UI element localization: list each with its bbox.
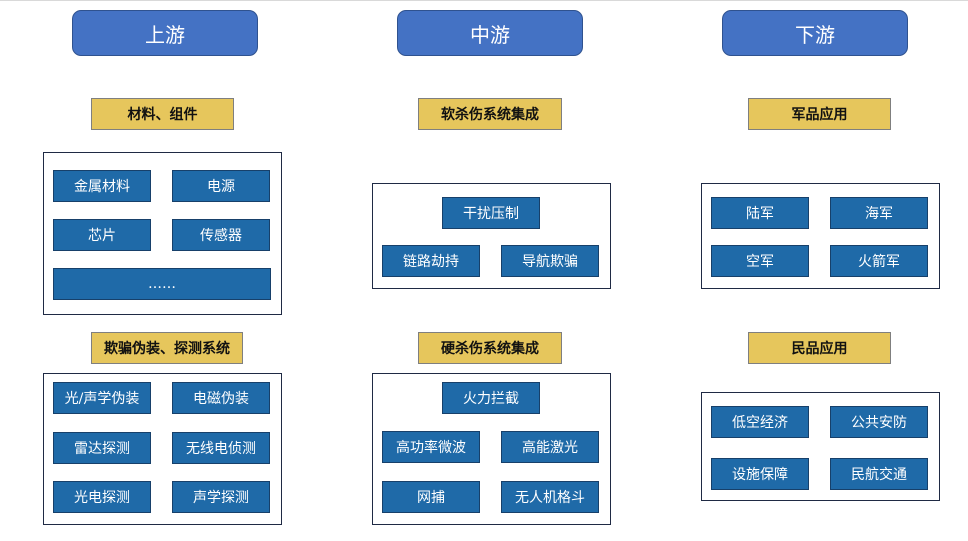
- item-ellipsis: ……: [53, 268, 271, 300]
- item-optical-acoustic-camouflage: 光/声学伪装: [53, 382, 151, 414]
- item-radio-detection: 无线电侦测: [172, 432, 270, 464]
- military-application-category: 军品应用: [748, 98, 891, 130]
- item-link-hijacking: 链路劫持: [382, 245, 480, 277]
- item-low-altitude-economy: 低空经济: [711, 406, 809, 438]
- item-public-security: 公共安防: [830, 406, 928, 438]
- hard-kill-frame: 火力拦截 高功率微波 高能激光 网捕 无人机格斗: [372, 373, 611, 525]
- item-electromagnetic-camouflage: 电磁伪装: [172, 382, 270, 414]
- item-drone-dogfight: 无人机格斗: [501, 481, 599, 513]
- item-electro-optical-detection: 光电探测: [53, 481, 151, 513]
- midstream-column: 中游 软杀伤系统集成 干扰压制 链路劫持 导航欺骗 硬杀伤系统集成 火力拦截 高…: [0, 0, 611, 541]
- item-army: 陆军: [711, 197, 809, 229]
- soft-kill-frame: 干扰压制 链路劫持 导航欺骗: [372, 183, 611, 289]
- item-radar-detection: 雷达探测: [53, 432, 151, 464]
- item-high-energy-laser: 高能激光: [501, 431, 599, 463]
- top-divider: [0, 0, 968, 1]
- item-chip: 芯片: [53, 219, 151, 251]
- item-navy: 海军: [830, 197, 928, 229]
- item-air-force: 空军: [711, 245, 809, 277]
- upstream-column: 上游 材料、组件 金属材料 电源 芯片 传感器 …… 欺骗伪装、探测系统 光/声…: [0, 0, 300, 541]
- item-sensor: 传感器: [172, 219, 270, 251]
- deception-detection-category: 欺骗伪装、探测系统: [91, 332, 243, 364]
- item-navigation-spoofing: 导航欺骗: [501, 245, 599, 277]
- upstream-header: 上游: [72, 10, 258, 56]
- midstream-header: 中游: [397, 10, 583, 56]
- materials-components-category: 材料、组件: [91, 98, 234, 130]
- item-facility-protection: 设施保障: [711, 458, 809, 490]
- item-jamming-suppression: 干扰压制: [442, 197, 540, 229]
- item-acoustic-detection: 声学探测: [172, 481, 270, 513]
- item-power-supply: 电源: [172, 170, 270, 202]
- military-application-frame: 陆军 海军 空军 火箭军: [701, 183, 940, 289]
- civilian-application-frame: 低空经济 公共安防 设施保障 民航交通: [701, 392, 940, 501]
- item-metal-materials: 金属材料: [53, 170, 151, 202]
- item-net-capture: 网捕: [382, 481, 480, 513]
- item-high-power-microwave: 高功率微波: [382, 431, 480, 463]
- downstream-header: 下游: [722, 10, 908, 56]
- materials-components-frame: 金属材料 电源 芯片 传感器 ……: [43, 152, 282, 315]
- downstream-column: 下游 军品应用 陆军 海军 空军 火箭军 民品应用 低空经济 公共安防 设施保障…: [0, 0, 940, 541]
- item-fire-interception: 火力拦截: [442, 382, 540, 414]
- soft-kill-category: 软杀伤系统集成: [418, 98, 562, 130]
- item-civil-aviation: 民航交通: [830, 458, 928, 490]
- civilian-application-category: 民品应用: [748, 332, 891, 364]
- hard-kill-category: 硬杀伤系统集成: [418, 332, 562, 364]
- item-rocket-force: 火箭军: [830, 245, 928, 277]
- deception-detection-frame: 光/声学伪装 电磁伪装 雷达探测 无线电侦测 光电探测 声学探测: [43, 373, 282, 525]
